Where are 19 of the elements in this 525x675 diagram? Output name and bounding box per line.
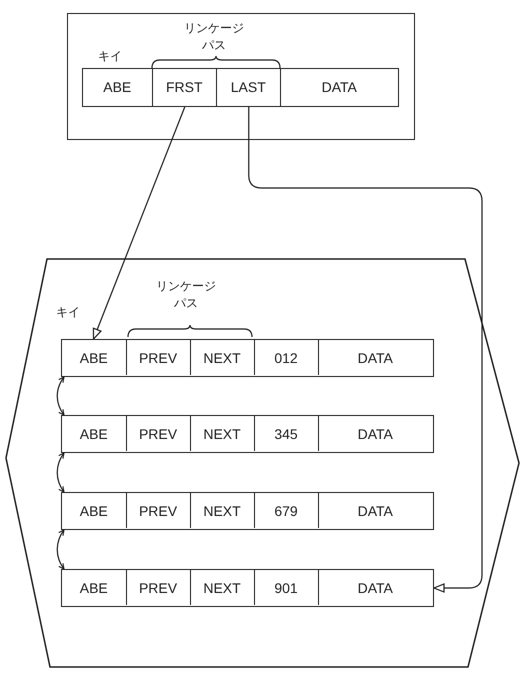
double-arrow [56,376,65,416]
key-label: キイ [56,304,80,321]
double-arrow [56,529,65,570]
double-arrow [56,452,65,493]
record-row [61,415,434,453]
record-field: DATA [280,68,399,106]
record-frame [67,13,415,140]
key-label: キイ [98,48,122,65]
record-field: LAST [216,68,281,106]
linkage-path-label: リンケージパス [155,278,218,312]
record-row [61,339,434,377]
record-row [61,569,434,607]
pointer-arrow [248,107,483,593]
linkage-path-label: リンケージパス [183,20,246,54]
record-row [61,492,434,530]
record-set-frame [5,258,520,668]
record-field: ABE [82,68,153,106]
pointer-arrow [92,106,186,340]
record-field: FRST [152,68,217,106]
